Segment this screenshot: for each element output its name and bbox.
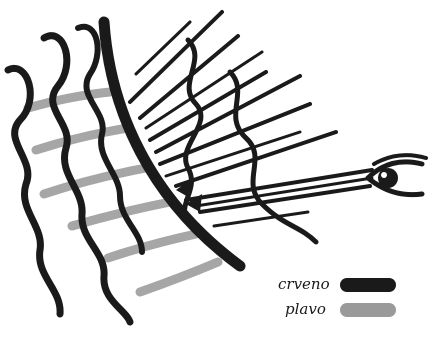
ray	[200, 186, 370, 212]
light-band	[108, 234, 196, 258]
legend-swatch-plavo	[340, 303, 396, 317]
legend-label-crveno: crveno	[278, 275, 330, 293]
light-band	[36, 128, 128, 150]
eye-icon	[368, 155, 426, 195]
legend-swatch-crveno	[340, 278, 396, 292]
ray	[136, 22, 190, 74]
light-band	[140, 262, 218, 292]
legend-label-plavo: plavo	[285, 300, 326, 318]
legend: crveno plavo	[278, 275, 396, 318]
light-band	[28, 92, 110, 108]
light-band	[44, 168, 146, 194]
